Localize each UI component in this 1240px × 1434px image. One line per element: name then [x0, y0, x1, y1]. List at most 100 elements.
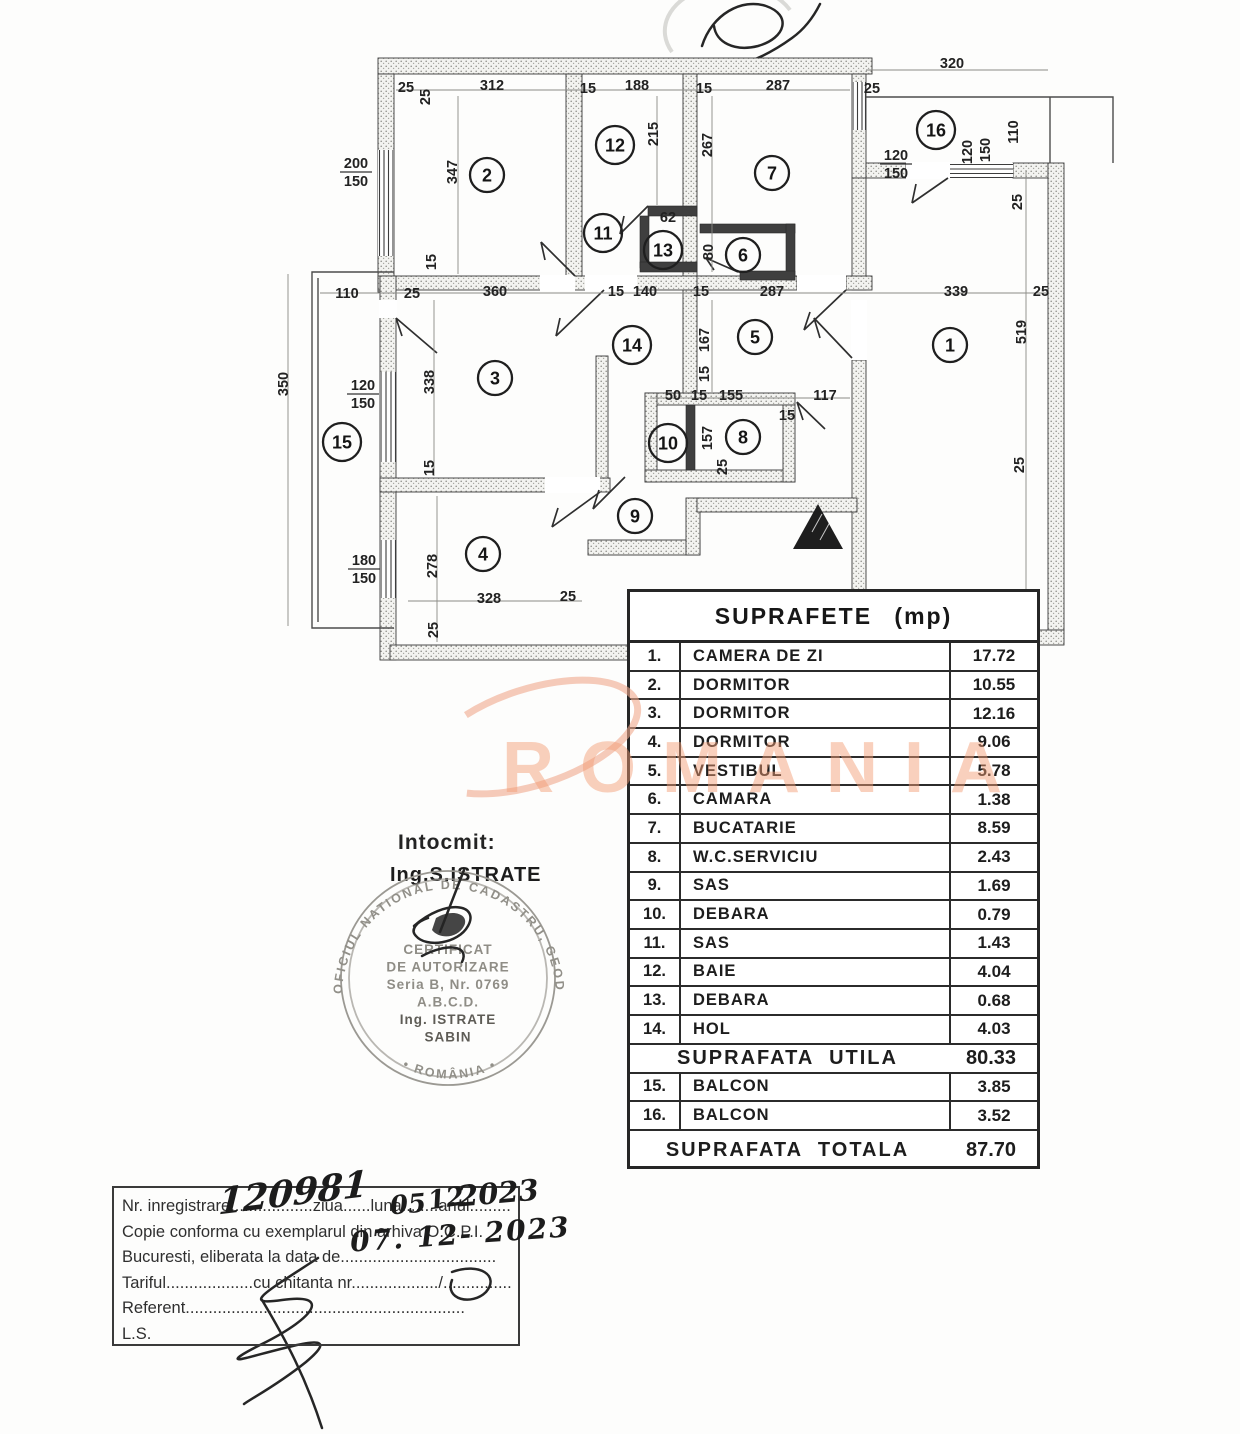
total-value: 87.70 — [965, 1139, 1017, 1161]
dimension-label: 360 — [483, 284, 507, 300]
row-val: 4.04 — [977, 961, 1011, 981]
subtotal-value: 80.33 — [965, 1046, 1017, 1069]
form-line-copy: Copie conforma cu exemplarul din arhiva … — [122, 1222, 484, 1241]
dimension-label: 15 — [422, 460, 438, 476]
author-heading: Intocmit: — [398, 831, 496, 854]
room-number: 5 — [736, 318, 774, 356]
door-openings — [379, 162, 950, 493]
form-line-date: Bucuresti, eliberata la data de.........… — [122, 1248, 497, 1266]
svg-text:1: 1 — [945, 336, 955, 356]
row-nr: 10. — [643, 905, 666, 924]
row-name: CAMERA DE ZI — [679, 643, 951, 670]
svg-text:13: 13 — [653, 241, 673, 261]
row-nr: 5. — [647, 761, 662, 780]
dimension-label: 25 — [864, 81, 880, 97]
dimension-label: 267 — [700, 133, 716, 157]
form-line-tarif: Tariful...................cu chitanta nr… — [122, 1273, 512, 1292]
svg-text:2: 2 — [482, 166, 492, 186]
svg-text:4: 4 — [478, 545, 488, 565]
row-name: SAS — [679, 872, 951, 900]
dimension-label: 312 — [480, 78, 504, 94]
north-marker — [793, 504, 843, 549]
room-number: 6 — [724, 236, 762, 274]
stamp-signature — [412, 868, 472, 964]
dimension-label: 140 — [633, 284, 657, 300]
row-name: BUCATARIE — [679, 815, 951, 842]
dimension-label: 25 — [1010, 194, 1026, 210]
form-line-nr: Nr. inregistrare..................ziua..… — [122, 1197, 511, 1215]
row-val: 5.78 — [977, 761, 1011, 781]
dimension-label: 350 — [276, 372, 292, 396]
row-nr: 14. — [643, 1019, 666, 1038]
dimension-label: 157 — [700, 426, 716, 450]
room-number: 4 — [464, 535, 502, 573]
dimension-label: 150 — [352, 571, 376, 587]
stamp-text-line: CERTIFICAT — [403, 942, 492, 957]
dimension-label: 25 — [418, 89, 434, 105]
dimension-label: 80 — [701, 244, 717, 260]
areas-table-title: SUPRAFETE (mp) — [630, 592, 1037, 643]
svg-text:15: 15 — [332, 433, 352, 453]
dimension-label: 15 — [696, 81, 712, 97]
row-nr: 13. — [643, 991, 666, 1010]
svg-text:9: 9 — [630, 507, 640, 527]
row-val: 1.43 — [977, 933, 1011, 953]
row-nr: 9. — [647, 876, 662, 895]
row-nr: 15. — [643, 1077, 666, 1096]
svg-text:6: 6 — [738, 246, 748, 266]
row-val: 9.06 — [977, 732, 1011, 752]
dimension-label: 25 — [1012, 457, 1028, 473]
room-number: 13 — [642, 229, 684, 271]
room-number: 3 — [476, 359, 514, 397]
dimension-label: 120 — [960, 140, 976, 164]
row-nr: 12. — [643, 962, 666, 981]
row-val: 0.68 — [977, 990, 1011, 1010]
dimension-label: 287 — [760, 284, 784, 300]
dimension-label: 278 — [425, 554, 441, 578]
room-number: 15 — [321, 421, 363, 463]
handwritten-day: 05 — [388, 1188, 428, 1222]
table-row: 5. VESTIBUL 5.78 — [630, 757, 1037, 787]
dimension-label: 15 — [691, 388, 707, 404]
row-name: BAIE — [679, 958, 951, 986]
dimension-label: 150 — [351, 396, 375, 412]
dimension-label: 15 — [693, 284, 709, 300]
room-number: 12 — [594, 124, 636, 166]
row-name: CAMARA — [679, 786, 951, 814]
svg-text:11: 11 — [593, 224, 612, 244]
dimension-label: 25 — [715, 459, 731, 475]
row-name: DORMITOR — [679, 671, 951, 699]
total-label: SUPRAFATA TOTALA — [665, 1139, 910, 1161]
svg-text:5: 5 — [750, 328, 760, 348]
doors — [395, 177, 949, 528]
dimension-label: 188 — [625, 78, 649, 94]
form-signature — [236, 1256, 492, 1430]
row-name: VESTIBUL — [679, 757, 951, 785]
dimension-label: 150 — [884, 166, 908, 182]
dimension-label: 150 — [978, 138, 994, 162]
windows — [378, 82, 1013, 598]
row-val: 8.59 — [977, 818, 1011, 838]
dimension-label: 62 — [660, 210, 676, 226]
dimension-label: 167 — [697, 328, 713, 352]
row-val: 0.79 — [977, 904, 1011, 924]
row-name: BALCON — [679, 1102, 951, 1129]
row-name: HOL — [679, 1015, 951, 1043]
dimension-label: 150 — [344, 174, 368, 190]
stamp-text-line: Seria B, Nr. 0769 — [387, 977, 510, 992]
row-name: DORMITOR — [679, 700, 951, 728]
row-nr: 16. — [643, 1106, 666, 1125]
row-nr: 6. — [647, 790, 662, 809]
